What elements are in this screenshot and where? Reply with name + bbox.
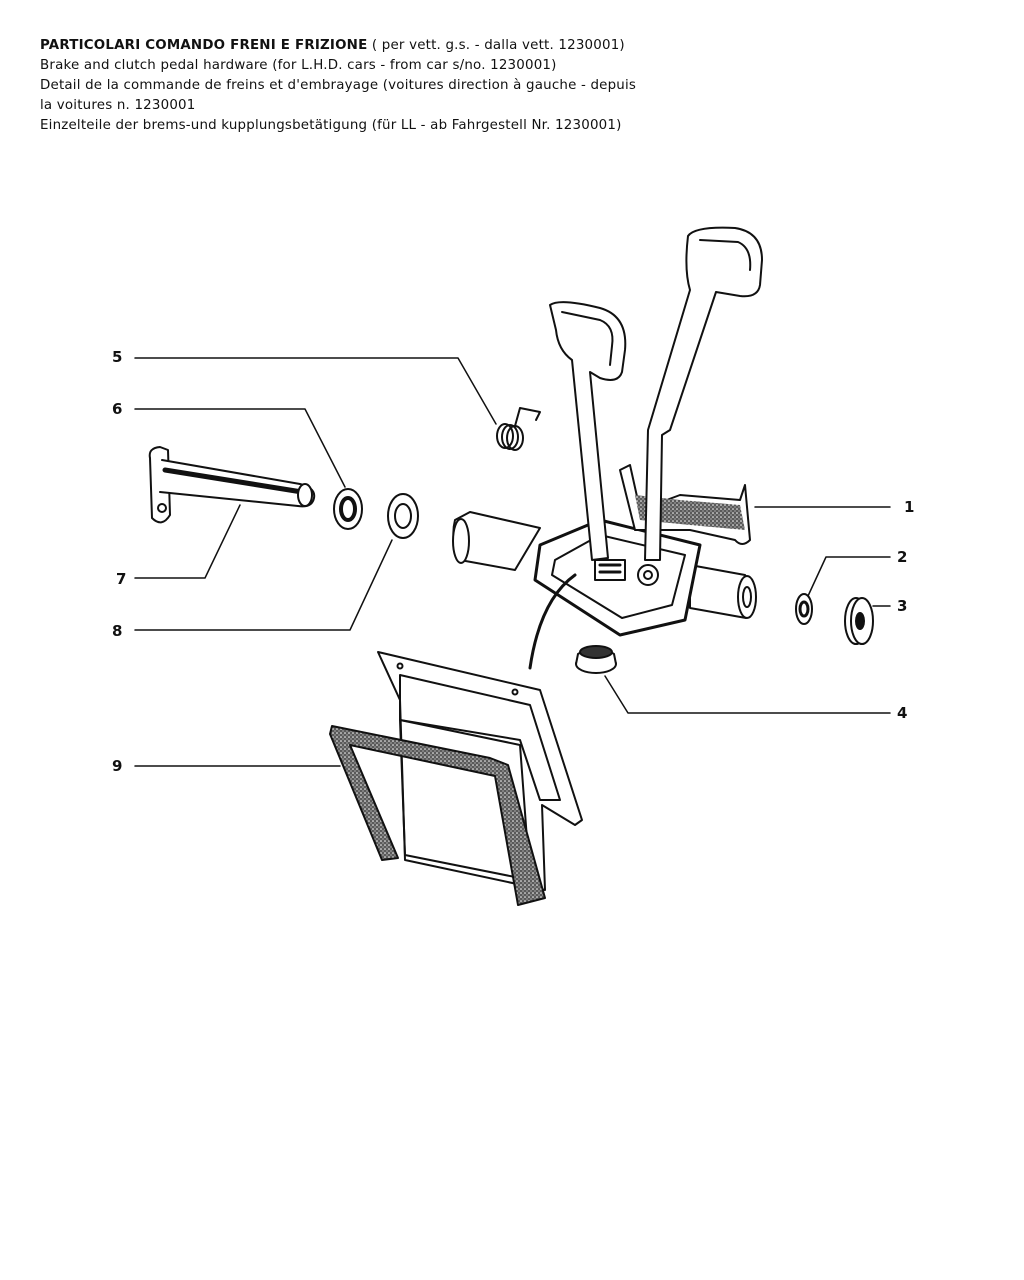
part-5-return-spring bbox=[496, 407, 541, 451]
leader-lines bbox=[134, 357, 891, 767]
part-7-pedal-shaft bbox=[148, 446, 316, 524]
part-3-cap-nut bbox=[844, 597, 874, 645]
brake-pedal bbox=[549, 301, 627, 561]
title-block: PARTICOLARI COMANDO FRENI E FRIZIONE ( p… bbox=[40, 36, 1000, 136]
cable-line bbox=[528, 573, 577, 670]
title-english: Brake and clutch pedal hardware (for L.H… bbox=[40, 58, 557, 73]
part-6-bushing bbox=[333, 488, 363, 530]
callout-6: 6 bbox=[112, 400, 122, 418]
callout-4: 4 bbox=[897, 704, 907, 722]
callout-numbers: 5 6 7 8 9 1 2 3 4 bbox=[112, 348, 914, 775]
part-4-rubber-plug bbox=[575, 645, 617, 674]
clutch-pedal bbox=[644, 226, 763, 561]
callout-8: 8 bbox=[112, 622, 122, 640]
callout-7: 7 bbox=[116, 570, 126, 588]
callout-5: 5 bbox=[112, 348, 122, 366]
part-8-washer bbox=[387, 493, 419, 539]
title-italian-bold: PARTICOLARI COMANDO FRENI E FRIZIONE bbox=[40, 38, 368, 53]
title-french-line2: la voitures n. 1230001 bbox=[40, 98, 196, 113]
callout-3: 3 bbox=[897, 597, 907, 615]
part-9-dust-cover bbox=[329, 651, 583, 906]
title-german: Einzelteile der brems-und kupplungsbetät… bbox=[40, 118, 622, 133]
callout-1: 1 bbox=[904, 498, 914, 516]
title-french-line1: Detail de la commande de freins et d'emb… bbox=[40, 78, 637, 93]
callout-2: 2 bbox=[897, 548, 907, 566]
callout-9: 9 bbox=[112, 757, 122, 775]
title-italian: PARTICOLARI COMANDO FRENI E FRIZIONE ( p… bbox=[40, 36, 1000, 56]
title-italian-note: ( per vett. g.s. - dalla vett. 1230001) bbox=[371, 38, 625, 53]
part-2-nut bbox=[795, 593, 813, 625]
